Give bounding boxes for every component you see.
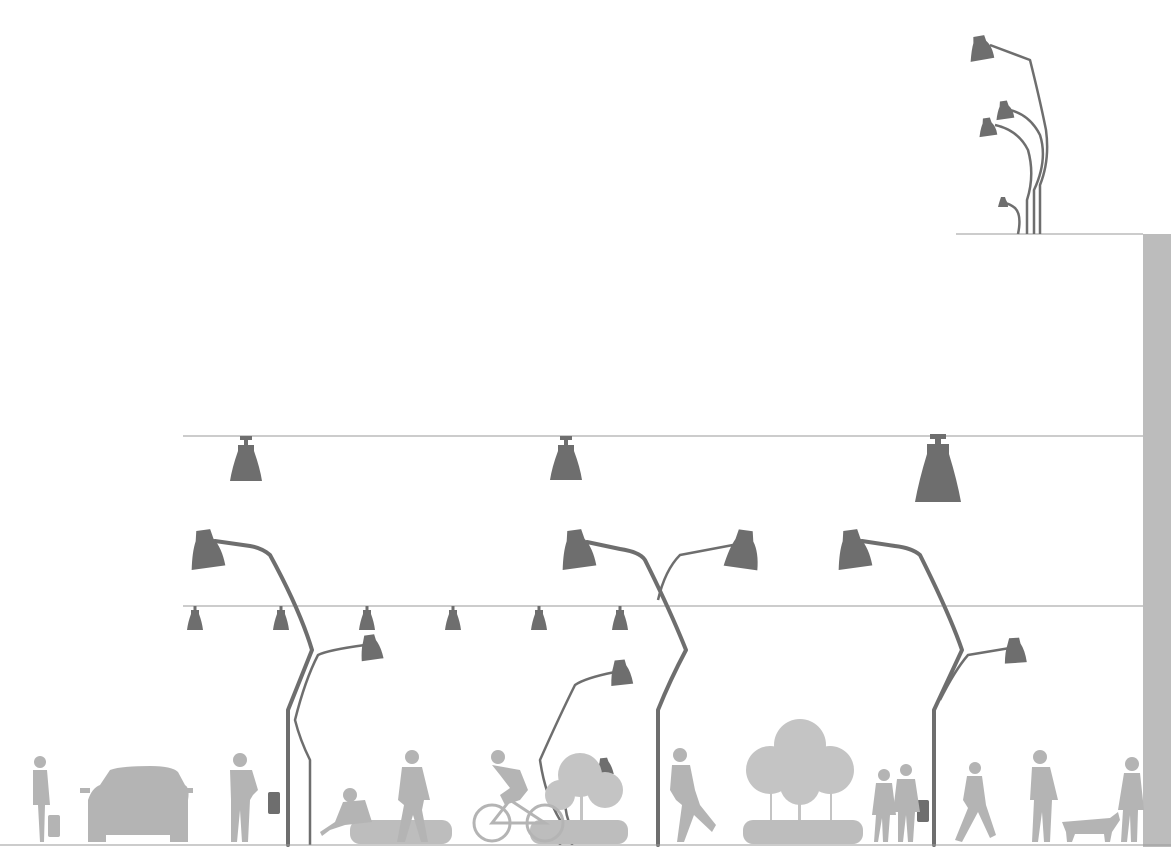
cyclist (472, 750, 565, 843)
small-hanging-lamp (359, 606, 375, 630)
person-on-phone (230, 753, 258, 842)
small-hanging-lamp (187, 606, 203, 630)
small-hanging-lamp (273, 606, 289, 630)
dog-walker (1030, 750, 1120, 842)
rooftop-lamp-cluster (970, 35, 1049, 235)
car-silhouette (80, 766, 193, 842)
building-wall (1143, 234, 1171, 847)
planter-3-with-trees (743, 719, 863, 844)
seated-person (320, 788, 372, 836)
walking-person (397, 750, 430, 842)
small-hanging-lamp (612, 606, 628, 630)
bollard-box (268, 792, 280, 814)
street-lamp-cluster-2 (538, 529, 758, 847)
hanging-lamp (915, 434, 961, 502)
upper-wire-lamps (230, 434, 961, 502)
couple (872, 764, 920, 842)
street-lamp-cluster-3 (838, 529, 1027, 847)
small-hanging-lamp (445, 606, 461, 630)
woman-with-bag (1118, 757, 1144, 842)
hanging-lamp (550, 436, 582, 480)
person-with-suitcase (33, 756, 60, 842)
street-lamp-cluster-1 (191, 529, 384, 847)
hanging-lamp (230, 436, 262, 481)
runner (670, 748, 716, 842)
lower-wire-lamps (187, 606, 628, 630)
bollard-box (917, 800, 929, 822)
planter-2-with-tree (530, 753, 628, 844)
walking-person-2 (955, 762, 996, 842)
small-hanging-lamp (531, 606, 547, 630)
